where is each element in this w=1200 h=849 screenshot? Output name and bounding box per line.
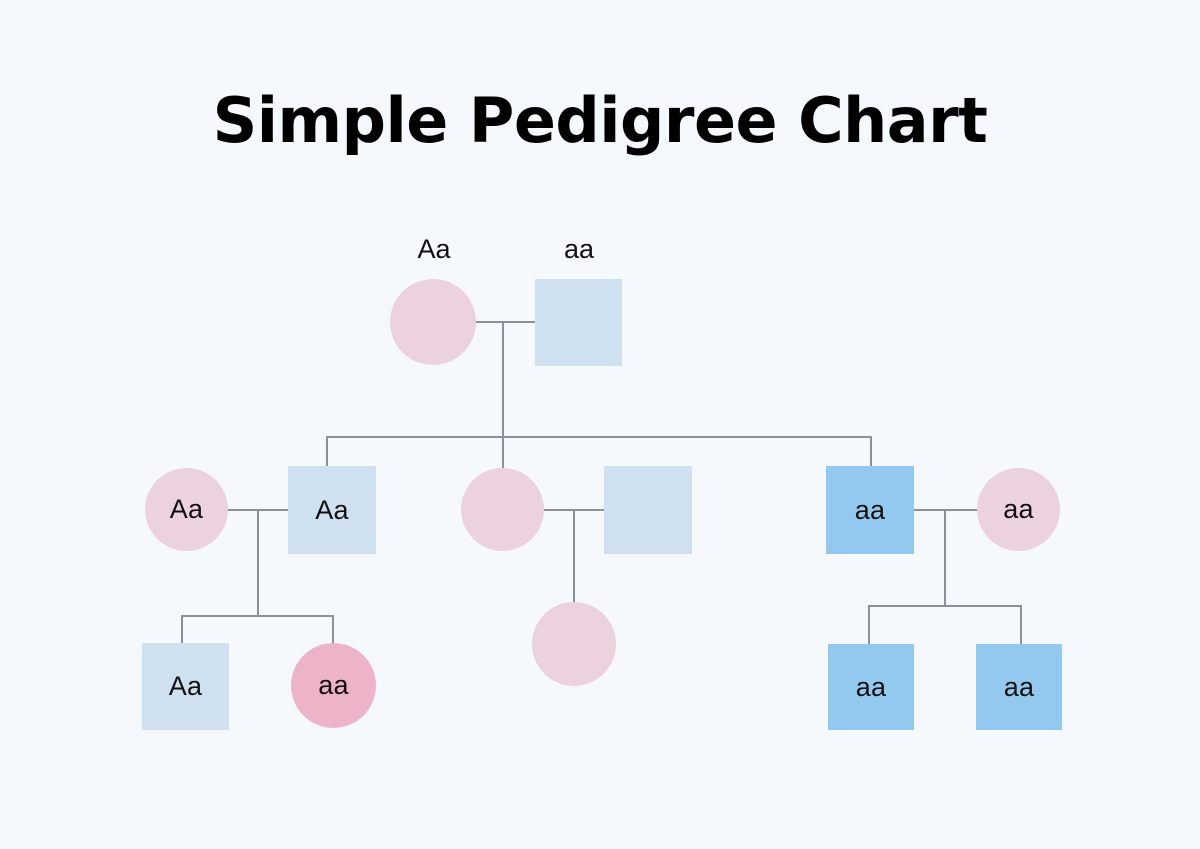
pedigree-square-g1-father[interactable] [535, 279, 622, 366]
genotype-label-g1-father: aa [563, 234, 595, 264]
page-title: Simple Pedigree Chart [212, 84, 988, 157]
pedigree-square-g2-left-male[interactable]: Aa [288, 466, 376, 554]
sibship-bar-g3-right [868, 605, 1022, 607]
descent-line-g2-left [257, 509, 259, 616]
genotype-label-g1-mother: Aa [417, 234, 451, 264]
sibship-bar-g2 [326, 436, 872, 438]
sibship-drop-g2-left [326, 436, 328, 468]
genotype-label-g3-left-female: aa [318, 670, 349, 700]
sibship-drop-g2-middle [502, 436, 504, 468]
sibship-drop-g3-left-1 [181, 615, 183, 646]
genotype-label-g2-right-male: aa [854, 494, 886, 525]
sibship-drop-g3-right-1 [868, 605, 870, 645]
pedigree-square-g3-left-male[interactable]: Aa [142, 643, 229, 730]
pedigree-square-g3-right-male-a[interactable]: aa [828, 644, 914, 730]
genotype-label-g3-left-male: Aa [168, 671, 203, 701]
pedigree-circle-g3-left-female[interactable]: aa [291, 643, 376, 728]
sibship-drop-g3-right-2 [1020, 605, 1022, 645]
genotype-label-g2-left-female: Aa [169, 494, 204, 524]
pedigree-circle-g2-mid-female[interactable] [461, 468, 544, 551]
pedigree-square-g3-right-male-b[interactable]: aa [976, 644, 1062, 730]
sibship-bar-g3-left [181, 615, 334, 617]
genotype-label-g3-right-male-a: aa [855, 671, 887, 702]
genotype-label-g3-right-male-b: aa [1003, 671, 1035, 702]
descent-line-g2-right [944, 509, 946, 606]
descent-line-g1 [502, 321, 504, 438]
pedigree-circle-g2-right-female[interactable]: aa [977, 468, 1060, 551]
pedigree-circle-g2-left-female[interactable]: Aa [145, 468, 228, 551]
sibship-drop-g2-right [870, 436, 872, 468]
pedigree-square-g2-mid-male[interactable] [604, 466, 692, 554]
pedigree-circle-g3-mid-female[interactable] [532, 602, 616, 686]
pedigree-square-g2-right-male[interactable]: aa [826, 466, 914, 554]
sibship-drop-g3-left-2 [332, 615, 334, 644]
pedigree-circle-g1-mother[interactable] [390, 279, 476, 365]
genotype-label-g2-left-male: Aa [315, 494, 349, 525]
descent-line-g2-middle [573, 509, 575, 607]
mating-line-g1 [473, 321, 537, 323]
genotype-label-g2-right-female: aa [1003, 494, 1034, 524]
